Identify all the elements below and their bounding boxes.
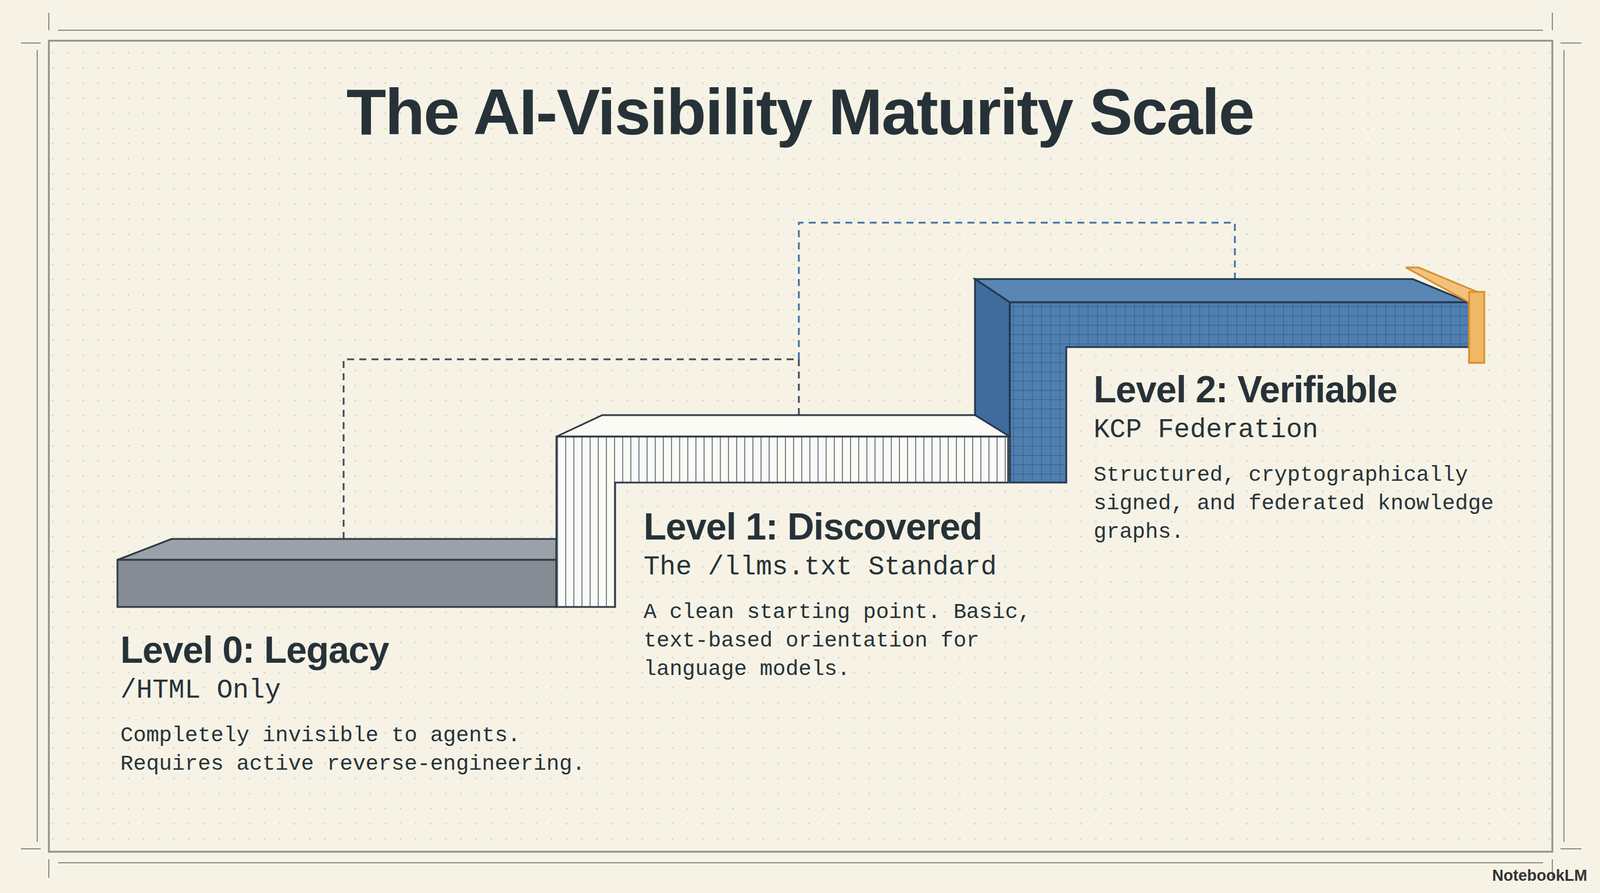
diagram-title: The AI-Visibility Maturity Scale <box>0 74 1600 150</box>
level-description: A clean starting point. Basic, text-base… <box>643 598 1063 684</box>
level-block: Level 1: DiscoveredThe /llms.txt Standar… <box>643 504 1063 684</box>
level-heading: Level 2: Verifiable <box>1093 367 1501 413</box>
level-subtitle: KCP Federation <box>1093 413 1501 449</box>
level-description: Completely invisible to agents. Requires… <box>120 721 609 779</box>
watermark: NotebookLM <box>1492 866 1588 885</box>
level-heading: Level 1: Discovered <box>643 504 1063 550</box>
level-subtitle: The /llms.txt Standard <box>643 550 1063 586</box>
level-heading: Level 0: Legacy <box>120 627 609 673</box>
level-description: Structured, cryptographically signed, an… <box>1093 461 1501 547</box>
level-block: Level 0: Legacy/HTML OnlyCompletely invi… <box>120 627 609 779</box>
level-subtitle: /HTML Only <box>120 673 609 709</box>
level-block: Level 2: VerifiableKCP FederationStructu… <box>1093 367 1501 547</box>
